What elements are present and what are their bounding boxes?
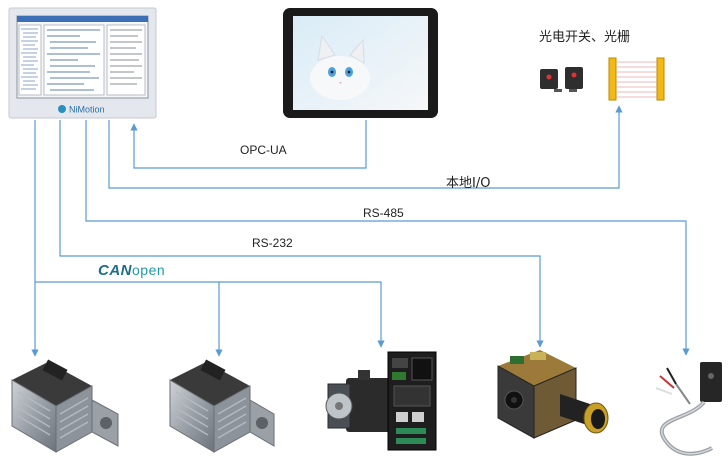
- stepper-motor-icon: [169, 359, 275, 453]
- device-stepper-motor-2: [169, 359, 275, 453]
- sensors-label: 光电开关、光栅: [539, 30, 631, 45]
- servo-motor-and-drive-icon: [325, 351, 437, 451]
- controller-brand: NiMotion: [69, 105, 105, 115]
- light-curtain-icon: [608, 57, 665, 101]
- opcua-link: [130, 120, 367, 169]
- canopen-logo-can: CAN: [98, 262, 132, 279]
- device-stepper-motor-1: [11, 359, 119, 453]
- encoder-sensor-icon: [655, 362, 722, 456]
- camera-module-icon: [497, 350, 609, 439]
- nimotion-logo-icon: [58, 105, 66, 113]
- stepper-motor-icon: [11, 359, 119, 453]
- canopen-link-3: [219, 281, 385, 348]
- local-io-link: [108, 105, 623, 189]
- local-io-label: 本地I/O: [446, 176, 491, 191]
- canopen-link-2: [35, 281, 223, 357]
- photoelectric-switch-icon: [540, 67, 583, 92]
- device-camera-module: [497, 350, 609, 439]
- cat-photo-icon: [310, 34, 370, 100]
- device-servo-system: [325, 351, 437, 451]
- canopen-logo-open: open: [132, 262, 166, 278]
- hmi-touchscreen: [283, 8, 438, 118]
- device-encoder-sensor: [655, 362, 722, 456]
- rs485-label: RS-485: [363, 206, 404, 220]
- rs232-link: [59, 120, 544, 348]
- controller-panel: NiMotion: [8, 7, 157, 119]
- opcua-label: OPC-UA: [240, 143, 287, 157]
- rs485-link: [85, 120, 690, 356]
- canopen-logo: CANopen: [98, 262, 165, 279]
- rs232-label: RS-232: [252, 236, 293, 250]
